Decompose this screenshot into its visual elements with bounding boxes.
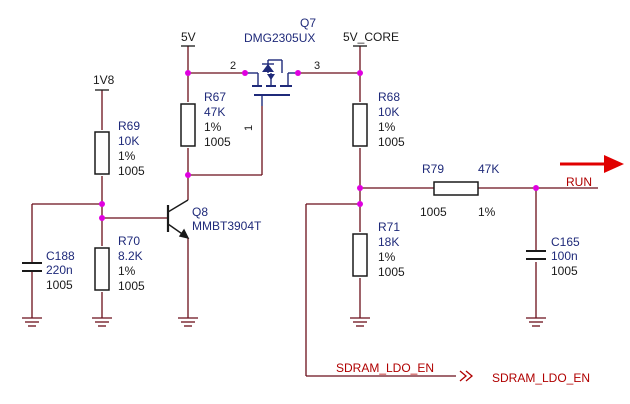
wires [31, 46, 598, 377]
r67-value: 47K [204, 105, 225, 119]
r67-body [180, 103, 196, 147]
r70-tol: 1% [118, 264, 136, 278]
r67-tol: 1% [204, 120, 222, 134]
c165-ref: C165 [551, 235, 580, 249]
q7-pin-1: 1 [243, 125, 255, 131]
c188-value: 220n [46, 263, 73, 277]
q8-transistor-icon [166, 199, 190, 240]
q8-part: MMBT3904T [192, 219, 262, 233]
r68-pkg: 1005 [378, 135, 405, 149]
ground-symbols [22, 317, 546, 327]
r70-ref: R70 [118, 234, 140, 248]
net-sdram-ldo-en-port: SDRAM_LDO_EN [492, 371, 590, 385]
r79-tol: 1% [478, 205, 496, 219]
junctions [99, 70, 539, 221]
r68-tol: 1% [378, 120, 396, 134]
r70-value: 8.2K [118, 249, 143, 263]
q7-pin-2: 2 [230, 60, 236, 72]
r68-body [352, 103, 368, 147]
c165-value: 100n [551, 249, 578, 263]
r71-pkg: 1005 [378, 265, 405, 279]
q7-part: DMG2305UX [244, 31, 315, 45]
r71-ref: R71 [378, 220, 400, 234]
c165-pkg: 1005 [551, 264, 578, 278]
r67-ref: R67 [204, 90, 226, 104]
rail-5v-core-label: 5V_CORE [343, 30, 399, 44]
ground-icon [92, 317, 112, 327]
r79-ref: R79 [422, 162, 444, 176]
r71-body [352, 233, 368, 277]
q7-mosfet-icon [245, 59, 298, 106]
q7-ref: Q7 [300, 16, 316, 30]
rail-5v-label: 5V [181, 30, 196, 44]
r70-body [94, 247, 110, 291]
offsheet-connector-icon [459, 370, 474, 382]
ground-icon [22, 317, 42, 327]
c188-ref: C188 [46, 249, 75, 263]
arrow-right-icon [560, 155, 624, 173]
r68-ref: R68 [378, 90, 400, 104]
net-sdram-ldo-en-label: SDRAM_LDO_EN [336, 361, 434, 375]
net-run-label: RUN [566, 175, 592, 189]
r69-ref: R69 [118, 119, 140, 133]
q7-pin-3: 3 [314, 60, 320, 72]
r69-tol: 1% [118, 149, 136, 163]
ground-icon [350, 317, 370, 327]
r68-value: 10K [378, 105, 399, 119]
c188-pkg: 1005 [46, 278, 73, 292]
r71-tol: 1% [378, 250, 396, 264]
capacitor-plates [22, 250, 546, 272]
rail-1v8-label: 1V8 [93, 73, 115, 87]
r69-pkg: 1005 [118, 164, 145, 178]
r79-body [433, 181, 479, 196]
r79-value: 47K [478, 162, 499, 176]
r69-value: 10K [118, 134, 139, 148]
rail-bars [95, 45, 367, 91]
r79-pkg: 1005 [420, 205, 447, 219]
q8-ref: Q8 [192, 205, 208, 219]
r67-pkg: 1005 [204, 135, 231, 149]
resistor-bodies [94, 103, 479, 291]
ground-icon [526, 317, 546, 327]
r70-pkg: 1005 [118, 279, 145, 293]
ground-icon [178, 317, 198, 327]
r71-value: 18K [378, 235, 399, 249]
r69-body [94, 131, 110, 175]
